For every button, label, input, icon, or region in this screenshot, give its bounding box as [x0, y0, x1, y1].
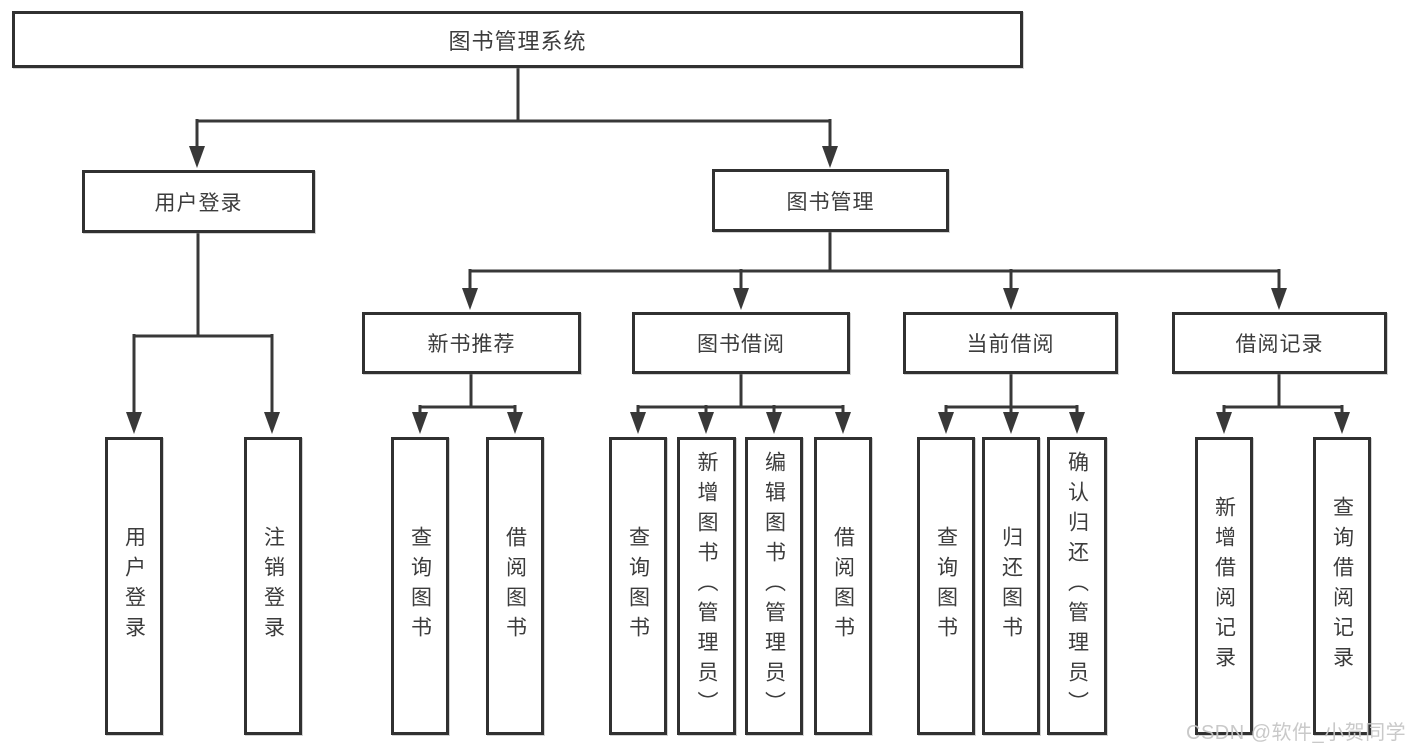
- node-root: 图书管理系统: [12, 11, 1023, 68]
- leaf-add-borrow-record: 新增借阅记录: [1195, 437, 1253, 735]
- leaf-return-books: 归还图书: [982, 437, 1040, 735]
- leaf-user-login: 用户登录: [105, 437, 163, 735]
- node-book-borrowing: 图书借阅: [632, 312, 850, 374]
- node-user-login: 用户登录: [82, 170, 315, 233]
- node-current-borrowing: 当前借阅: [903, 312, 1118, 374]
- leaf-borrowing-query-books: 查询图书: [609, 437, 667, 735]
- leaf-add-books-admin: 新增图书（管理员）: [677, 437, 736, 735]
- leaf-current-query-books: 查询图书: [917, 437, 975, 735]
- leaf-edit-books-admin: 编辑图书（管理员）: [745, 437, 803, 735]
- leaf-logout: 注销登录: [244, 437, 302, 735]
- leaf-borrow-books: 借阅图书: [814, 437, 872, 735]
- node-borrowing-records: 借阅记录: [1172, 312, 1387, 374]
- node-new-book-recommendation: 新书推荐: [362, 312, 581, 374]
- leaf-query-borrow-record: 查询借阅记录: [1313, 437, 1371, 735]
- csdn-watermark: CSDN @软件_小贺同学: [1186, 722, 1405, 744]
- leaf-recommend-borrow-books: 借阅图书: [486, 437, 544, 735]
- leaf-recommend-query-books: 查询图书: [391, 437, 449, 735]
- leaf-confirm-return-admin: 确认归还（管理员）: [1047, 437, 1107, 735]
- node-book-management: 图书管理: [712, 169, 949, 232]
